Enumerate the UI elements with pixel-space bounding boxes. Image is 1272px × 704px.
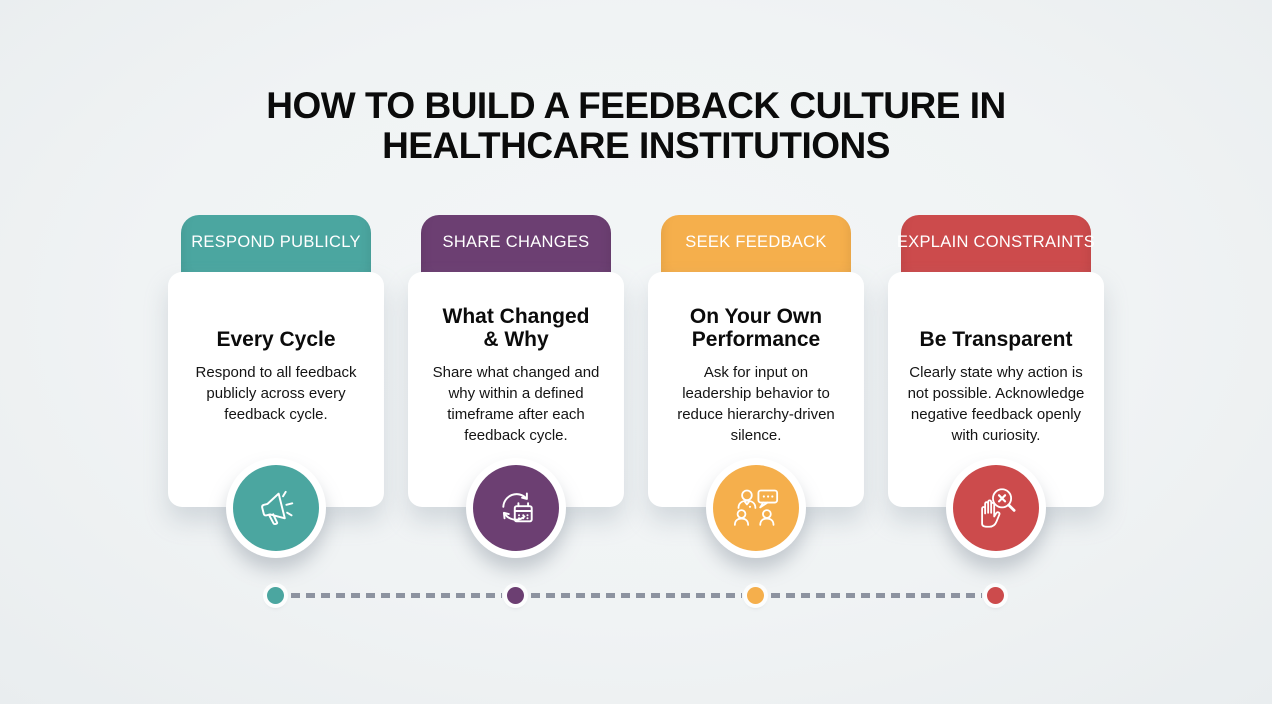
tab-label: RESPOND PUBLICLY (191, 233, 361, 251)
step-explain-constraints: EXPLAIN CONSTRAINTS Be Transparent Clear… (888, 215, 1104, 560)
doctor-conversation-icon (713, 465, 799, 551)
icon-badge (466, 458, 566, 558)
card-heading: On Your Own Performance (689, 304, 823, 352)
timeline-dash (771, 593, 982, 598)
calendar-refresh-icon (473, 465, 559, 551)
card-heading: What Changed & Why (442, 304, 590, 352)
card-heading: Every Cycle (216, 328, 336, 352)
timeline-dot (267, 587, 284, 604)
timeline-dot (507, 587, 524, 604)
icon-badge (706, 458, 806, 558)
progress-timeline (168, 585, 1104, 607)
steps-row: RESPOND PUBLICLY Every Cycle Respond to … (168, 215, 1104, 560)
tab-label: SEEK FEEDBACK (685, 233, 827, 251)
card-body: Share what changed and why within a defi… (432, 364, 600, 444)
step-respond-publicly: RESPOND PUBLICLY Every Cycle Respond to … (168, 215, 384, 560)
icon-badge (226, 458, 326, 558)
timeline-dash (291, 593, 502, 598)
timeline-dot (747, 587, 764, 604)
tab-label: EXPLAIN CONSTRAINTS (896, 233, 1096, 251)
card-heading: Be Transparent (919, 328, 1073, 352)
page-title: HOW TO BUILD A FEEDBACK CULTURE IN HEALT… (266, 85, 1006, 166)
timeline-dot (987, 587, 1004, 604)
card-explain-constraints: Be Transparent Clearly state why action … (888, 272, 1104, 507)
card-body: Ask for input on leadership behavior to … (677, 364, 835, 444)
icon-badge (946, 458, 1046, 558)
card-body: Clearly state why action is not possible… (907, 364, 1085, 444)
hand-magnifier-icon (953, 465, 1039, 551)
step-seek-feedback: SEEK FEEDBACK On Your Own Performance As… (648, 215, 864, 560)
megaphone-icon (233, 465, 319, 551)
step-share-changes: SHARE CHANGES What Changed & Why Share w… (408, 215, 624, 560)
tab-label: SHARE CHANGES (442, 233, 590, 251)
card-body: Respond to all feedback publicly across … (195, 364, 357, 423)
timeline-dash (531, 593, 742, 598)
